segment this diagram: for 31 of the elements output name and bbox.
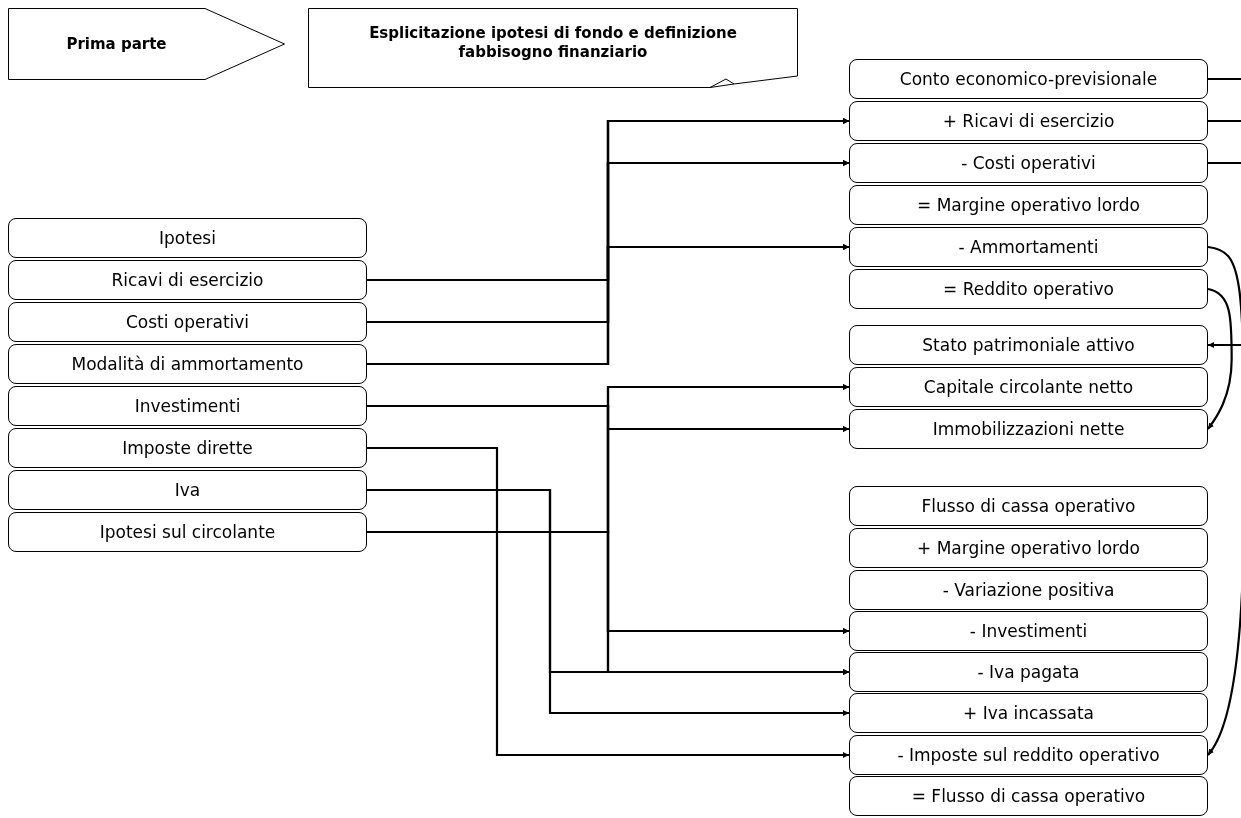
- process-box: = Flusso di cassa operativo: [849, 776, 1208, 816]
- process-box: Investimenti: [8, 386, 367, 426]
- process-box: = Reddito operativo: [849, 269, 1208, 309]
- process-box: + Ricavi di esercizio: [849, 101, 1208, 141]
- connector-arrow: [1207, 245, 1241, 756]
- process-box: - Costi operativi: [849, 143, 1208, 183]
- connector-arrow: [367, 446, 849, 758]
- process-box: Ipotesi sul circolante: [8, 512, 367, 552]
- process-box: - Variazione positiva: [849, 570, 1208, 610]
- process-box: Flusso di cassa operativo: [849, 486, 1208, 526]
- process-box: Iva: [8, 470, 367, 510]
- process-box: - Investimenti: [849, 611, 1208, 651]
- process-box: Ipotesi: [8, 218, 367, 258]
- connector-arrow: [1207, 287, 1233, 430]
- process-box: - Iva pagata: [849, 652, 1208, 692]
- process-box: Ricavi di esercizio: [8, 260, 367, 300]
- process-box: Costi operativi: [8, 302, 367, 342]
- connector-arrow: [1208, 342, 1241, 348]
- process-box: + Margine operativo lordo: [849, 528, 1208, 568]
- pentagon-arrow-shape: Prima parte: [8, 8, 285, 80]
- process-box: Imposte dirette: [8, 428, 367, 468]
- process-box: Capitale circolante netto: [849, 367, 1208, 407]
- note-box: Esplicitazione ipotesi di fondo e definizione fabbisogno finanziario: [308, 8, 798, 88]
- process-box: = Margine operativo lordo: [849, 185, 1208, 225]
- process-box: - Imposte sul reddito operativo: [849, 735, 1208, 775]
- process-box: - Ammortamenti: [849, 227, 1208, 267]
- process-box: Conto economico-previsionale: [849, 59, 1208, 99]
- process-box: Stato patrimoniale attivo: [849, 325, 1208, 365]
- process-box: Modalità di ammortamento: [8, 344, 367, 384]
- process-box: + Iva incassata: [849, 693, 1208, 733]
- process-box: Immobilizzazioni nette: [849, 409, 1208, 449]
